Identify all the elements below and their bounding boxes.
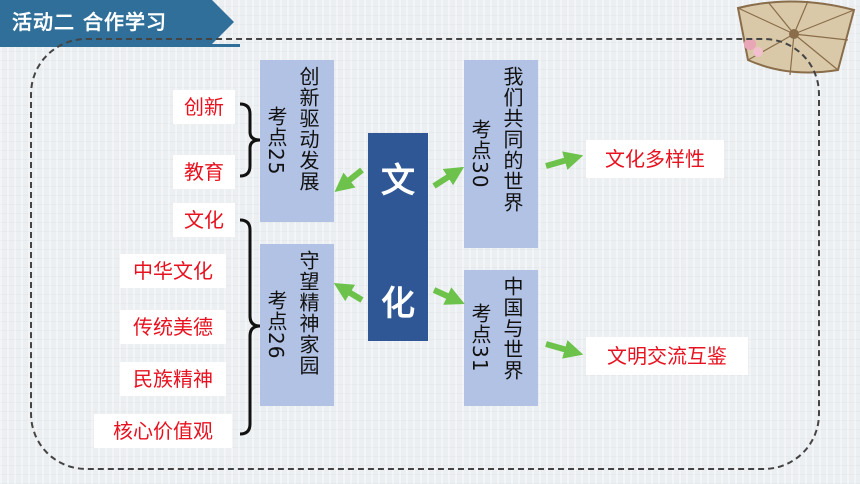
section-banner: 活动二 合作学习 <box>0 0 212 44</box>
box-title: 守望精神家园 <box>296 250 320 376</box>
center-char-1: 文 <box>381 161 415 201</box>
result-cultural-diversity: 文化多样性 <box>586 140 724 178</box>
term-traditional-virtues: 传统美德 <box>120 310 226 344</box>
banner-tip <box>212 0 234 44</box>
box-title: 中国与世界 <box>500 276 524 381</box>
term-education: 教育 <box>173 155 235 189</box>
center-char-2: 化 <box>381 284 415 324</box>
center-culture-box: 文 化 <box>368 133 428 341</box>
section-title: 活动二 合作学习 <box>12 10 167 34</box>
box-china-and-world: 中国与世界 考点31 <box>464 270 538 406</box>
banner-underline <box>0 44 240 47</box>
term-core-values: 核心价值观 <box>94 414 232 448</box>
exam-point-label: 考点26 <box>264 290 288 360</box>
exam-point-label: 考点25 <box>264 106 288 176</box>
box-spiritual-homeland: 守望精神家园 考点26 <box>260 244 334 406</box>
term-innovation: 创新 <box>173 90 235 124</box>
box-common-world: 我们共同的世界 考点30 <box>464 60 538 248</box>
diagram-frame <box>30 38 820 470</box>
term-chinese-culture: 中华文化 <box>120 254 226 288</box>
term-culture: 文化 <box>173 203 235 237</box>
exam-point-label: 考点31 <box>468 303 492 373</box>
result-civilization-exchange: 文明交流互鉴 <box>586 337 748 375</box>
box-title: 我们共同的世界 <box>500 66 524 213</box>
term-national-spirit: 民族精神 <box>120 362 226 396</box>
box-title: 创新驱动发展 <box>296 66 320 192</box>
box-innovation-development: 创新驱动发展 考点25 <box>260 60 334 222</box>
exam-point-label: 考点30 <box>468 119 492 189</box>
